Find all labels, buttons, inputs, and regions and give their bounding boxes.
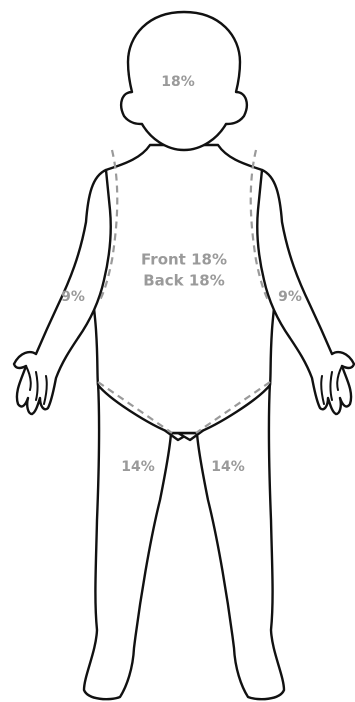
- right-arm-outline: [257, 170, 354, 414]
- right-leg-percentage-label: 14%: [211, 459, 245, 475]
- trunk-back-percentage-label: Back 18%: [143, 272, 225, 290]
- left-arm-percentage-label: 9%: [61, 289, 85, 305]
- right-arm-percentage-label: 9%: [278, 289, 302, 305]
- head-percentage-label: 18%: [161, 74, 195, 90]
- trunk-front-percentage-label: Front 18%: [141, 251, 227, 269]
- left-leg-percentage-label: 14%: [121, 459, 155, 475]
